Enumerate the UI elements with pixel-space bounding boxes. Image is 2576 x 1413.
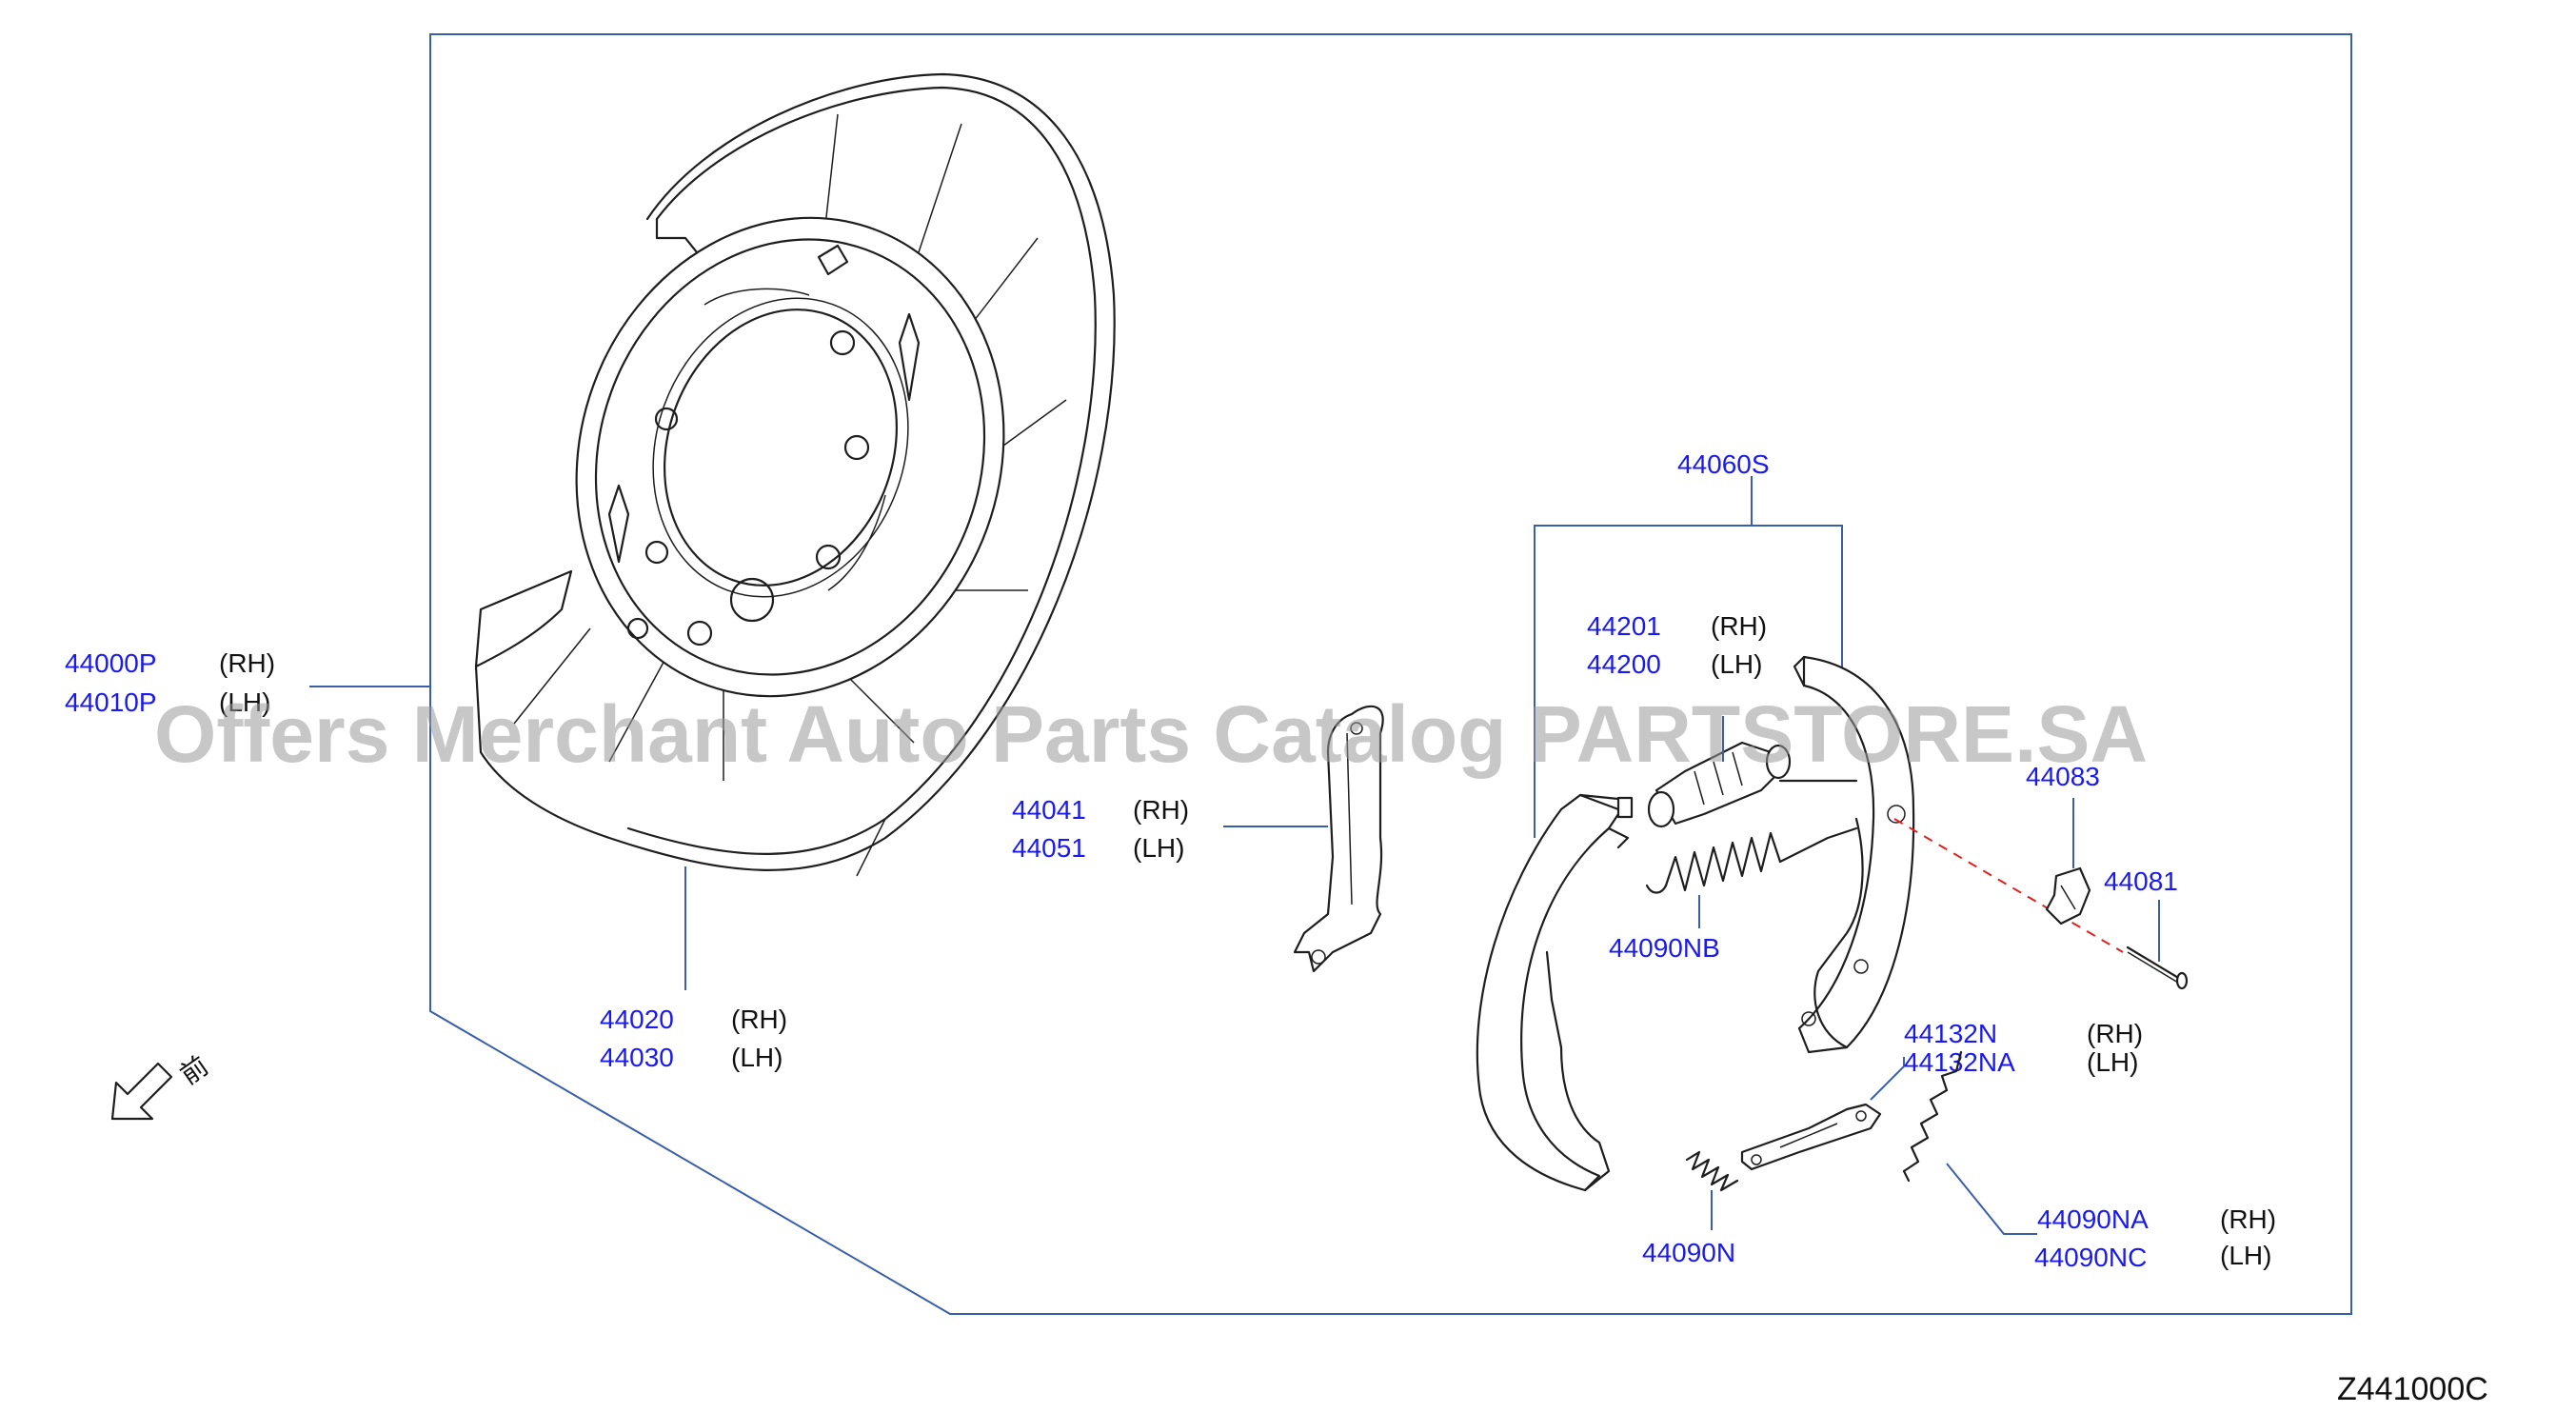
- lh-label: (LH): [1133, 833, 1184, 863]
- part-44041[interactable]: 44041: [1012, 795, 1086, 825]
- rh-label: (RH): [2220, 1204, 2276, 1234]
- left-shoe-drawing[interactable]: [1476, 793, 1634, 1192]
- rh-label: (RH): [219, 648, 275, 678]
- rh-label: (RH): [731, 1005, 787, 1034]
- spring-n-drawing[interactable]: [1685, 1150, 1739, 1192]
- rh-label: (RH): [1711, 611, 1767, 641]
- spring-na-drawing[interactable]: [1902, 1050, 1963, 1183]
- rh-label: (RH): [2087, 1019, 2143, 1048]
- part-44132NA[interactable]: 44132NA: [1904, 1047, 2015, 1077]
- part-44010P[interactable]: 44010P: [65, 687, 157, 717]
- part-44090NC[interactable]: 44090NC: [2034, 1243, 2147, 1272]
- part-44020[interactable]: 44020: [600, 1005, 674, 1034]
- lh-label: (LH): [219, 687, 270, 717]
- part-44000P[interactable]: 44000P: [65, 648, 157, 678]
- assembly-frame: [429, 33, 2352, 1315]
- part-44081[interactable]: 44081: [2104, 866, 2178, 896]
- part-44060S[interactable]: 44060S: [1677, 449, 1770, 479]
- diagram-code: Z441000C: [2337, 1371, 2488, 1407]
- pin-drawing[interactable]: [2126, 945, 2189, 990]
- right-shoe-drawing[interactable]: [1793, 655, 1915, 1054]
- part-44132N[interactable]: 44132N: [1904, 1019, 1997, 1048]
- part-44201[interactable]: 44201: [1587, 611, 1661, 641]
- spring-nb-drawing[interactable]: [1645, 826, 1858, 894]
- lh-label: (LH): [731, 1043, 783, 1072]
- lh-label: (LH): [1711, 649, 1762, 679]
- part-44200[interactable]: 44200: [1587, 649, 1661, 679]
- backing-plate-drawing[interactable]: [474, 72, 1116, 877]
- arrow-down-left-icon: [110, 1062, 173, 1121]
- lever-drawing[interactable]: [1293, 705, 1384, 973]
- strut-drawing[interactable]: [1740, 1103, 1882, 1171]
- part-44051[interactable]: 44051: [1012, 833, 1086, 863]
- rh-label: (RH): [1133, 795, 1189, 825]
- watermark: Offers Merchant Auto Parts Catalog PARTS…: [154, 689, 2148, 779]
- retainer-drawing[interactable]: [2045, 866, 2091, 925]
- lh-label: (LH): [2087, 1047, 2138, 1077]
- adjuster-drawing[interactable]: [1647, 741, 1858, 828]
- lh-label: (LH): [2220, 1241, 2271, 1270]
- part-44090NA[interactable]: 44090NA: [2037, 1204, 2149, 1234]
- part-44083[interactable]: 44083: [2026, 762, 2100, 791]
- part-44030[interactable]: 44030: [600, 1043, 674, 1072]
- front-label: 前: [175, 1050, 214, 1089]
- part-44090NB[interactable]: 44090NB: [1609, 933, 1720, 963]
- part-44090N[interactable]: 44090N: [1642, 1238, 1735, 1267]
